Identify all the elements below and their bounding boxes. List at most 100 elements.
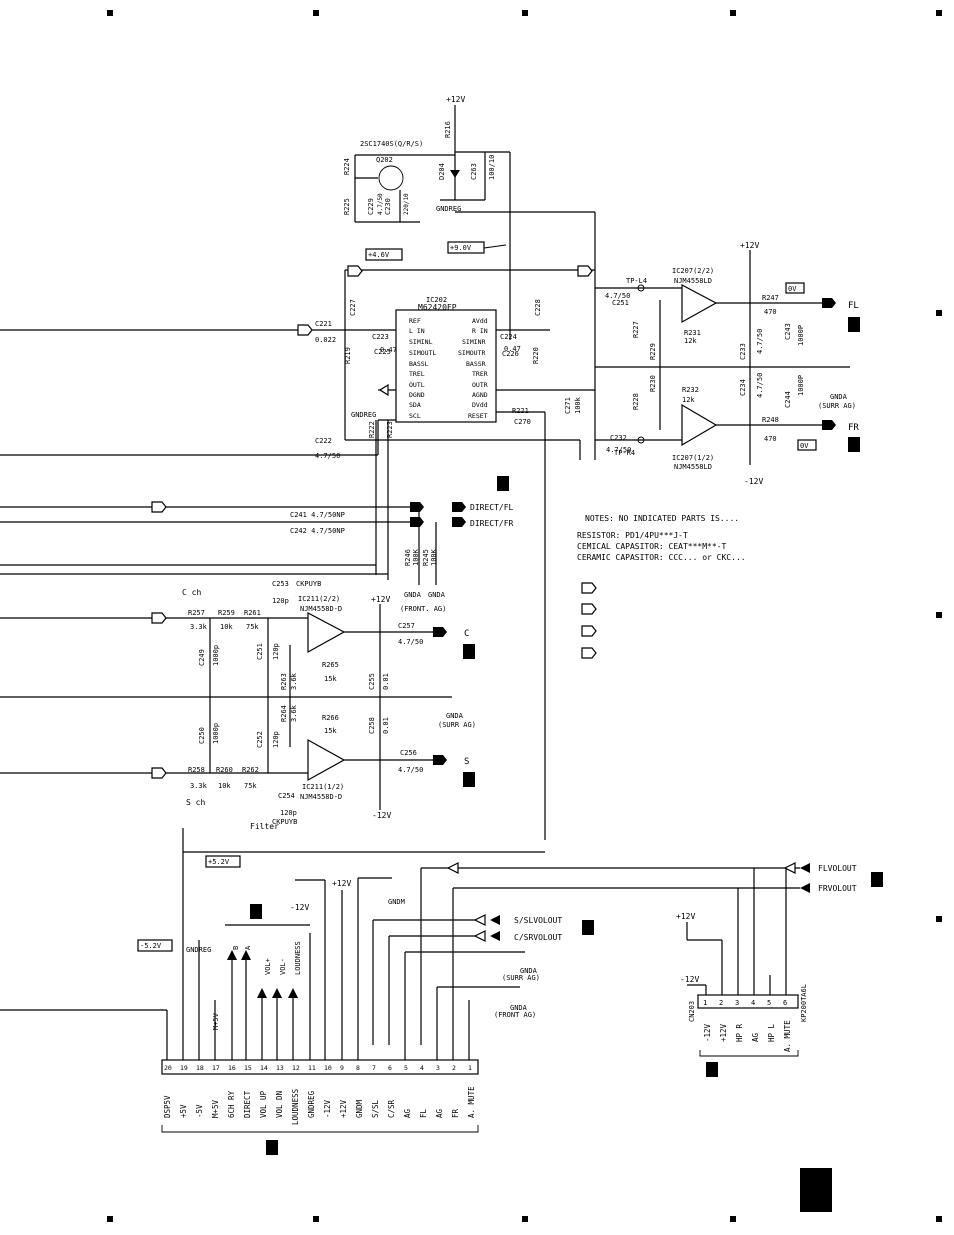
svg-text:A. MUTE: A. MUTE xyxy=(783,1020,792,1052)
svg-text:2: 2 xyxy=(452,1064,456,1072)
svg-text:3: 3 xyxy=(436,1064,440,1072)
svg-text:(SURR AG): (SURR AG) xyxy=(502,974,540,982)
svg-text:3.3k: 3.3k xyxy=(190,782,208,790)
cn203-section: +12V -12V 1 2 3 4 5 6 CN203 KP200TA6L -1… xyxy=(676,868,808,1057)
out-fl: FL xyxy=(848,301,859,311)
svg-text:C241 4.7/50NP: C241 4.7/50NP xyxy=(290,511,345,519)
svg-text:C251: C251 xyxy=(256,643,264,660)
r216-label: R216 xyxy=(444,121,452,138)
svg-text:NJM4558D-D: NJM4558D-D xyxy=(300,605,342,613)
svg-text:VOL UP: VOL UP xyxy=(259,1090,268,1118)
svg-text:GNDREG: GNDREG xyxy=(307,1090,316,1118)
svg-text:C227: C227 xyxy=(349,299,357,316)
svg-text:NJM4558D-D: NJM4558D-D xyxy=(300,793,342,801)
svg-text:FL: FL xyxy=(419,1108,428,1118)
svg-text:NOTES: NO INDICATED PARTS IS.: NOTES: NO INDICATED PARTS IS.... xyxy=(585,514,739,523)
svg-text:R262: R262 xyxy=(242,766,259,774)
svg-text:1000p: 1000p xyxy=(212,645,220,666)
svg-text:470: 470 xyxy=(764,308,777,316)
svg-text:BASSL: BASSL xyxy=(409,360,429,368)
svg-text:C228: C228 xyxy=(534,299,542,316)
svg-text:VOL DN: VOL DN xyxy=(275,1091,284,1118)
svg-text:C257: C257 xyxy=(398,622,415,630)
svg-text:15k: 15k xyxy=(324,727,337,735)
svg-text:15: 15 xyxy=(244,1064,252,1072)
svg-text:13: 13 xyxy=(276,1064,284,1072)
svg-text:OUTL: OUTL xyxy=(409,381,425,389)
svg-text:C232: C232 xyxy=(610,434,627,442)
svg-text:100k: 100k xyxy=(574,396,582,414)
svg-text:3.6k: 3.6k xyxy=(290,704,298,722)
svg-text:-12V: -12V xyxy=(744,477,763,486)
svg-text:OUTR: OUTR xyxy=(472,381,488,389)
svg-text:R225: R225 xyxy=(343,198,351,215)
svg-text:+5V: +5V xyxy=(179,1104,188,1118)
connector-section: +5.2V -5.2V GNDREG B A VOL+ VOL- LOUDNES… xyxy=(0,828,857,1133)
svg-text:S/SLVOLOUT: S/SLVOLOUT xyxy=(514,916,562,925)
svg-text:1: 1 xyxy=(703,999,707,1007)
svg-text:100K: 100K xyxy=(412,548,420,566)
svg-text:GNDM: GNDM xyxy=(355,1099,364,1118)
svg-text:C252: C252 xyxy=(256,731,264,748)
registration-marks xyxy=(107,10,942,1222)
svg-text:SIMINL: SIMINL xyxy=(409,338,433,346)
svg-text:-12V: -12V xyxy=(372,811,391,820)
svg-text:C229: C229 xyxy=(367,198,375,215)
svg-text:120p: 120p xyxy=(272,597,289,605)
svg-text:R257: R257 xyxy=(188,609,205,617)
svg-text:+12V: +12V xyxy=(719,1023,728,1042)
svg-text:TP-R4: TP-R4 xyxy=(614,449,635,457)
svg-text:2: 2 xyxy=(719,999,723,1007)
supply-section: +12V R216 D204 C263 100/10 GNDREG 2SC174… xyxy=(343,95,596,460)
svg-text:SDA: SDA xyxy=(409,401,421,409)
svg-text:C/SR: C/SR xyxy=(387,1099,396,1118)
svg-text:6: 6 xyxy=(783,999,787,1007)
svg-text:4.7/50: 4.7/50 xyxy=(605,292,630,300)
svg-text:4.7/50: 4.7/50 xyxy=(398,766,423,774)
svg-text:GNDA: GNDA xyxy=(446,712,464,720)
svg-text:0.01: 0.01 xyxy=(382,717,390,734)
svg-text:BASSR: BASSR xyxy=(466,360,486,368)
svg-text:R259: R259 xyxy=(218,609,235,617)
svg-text:R260: R260 xyxy=(216,766,233,774)
svg-text:100K: 100K xyxy=(430,548,438,566)
svg-text:+12V: +12V xyxy=(740,241,759,250)
supply-p9: +9.0V xyxy=(450,244,472,252)
svg-text:C254: C254 xyxy=(278,792,295,800)
svg-text:R222: R222 xyxy=(368,421,376,438)
svg-text:GNDA: GNDA xyxy=(428,591,446,599)
out-c: C xyxy=(464,629,469,639)
svg-text:75k: 75k xyxy=(246,623,259,631)
svg-text:R261: R261 xyxy=(244,609,261,617)
svg-text:DGND: DGND xyxy=(409,391,425,399)
svg-text:-5.2V: -5.2V xyxy=(140,942,162,950)
svg-text:D204: D204 xyxy=(438,163,446,180)
svg-text:TP-L4: TP-L4 xyxy=(626,277,647,285)
page-tab xyxy=(800,1168,832,1212)
svg-text:C243: C243 xyxy=(784,323,792,340)
q202-part: 2SC1740S(Q/R/S) xyxy=(360,140,423,148)
svg-text:GNDREG: GNDREG xyxy=(436,205,461,213)
svg-text:C250: C250 xyxy=(198,727,206,744)
svg-text:3.3k: 3.3k xyxy=(190,623,208,631)
svg-text:C270: C270 xyxy=(514,418,531,426)
svg-text:8: 8 xyxy=(356,1064,360,1072)
svg-text:HP R: HP R xyxy=(735,1023,744,1042)
svg-text:R227: R227 xyxy=(632,321,640,338)
svg-text:R232: R232 xyxy=(682,386,699,394)
svg-text:GNDA: GNDA xyxy=(404,591,422,599)
svg-text:R266: R266 xyxy=(322,714,339,722)
svg-text:R IN: R IN xyxy=(472,327,488,335)
svg-text:C244: C244 xyxy=(784,391,792,408)
svg-text:GNDA: GNDA xyxy=(510,1004,528,1012)
svg-text:DSP5V: DSP5V xyxy=(163,1095,172,1118)
svg-text:12k: 12k xyxy=(684,337,697,345)
svg-text:R221: R221 xyxy=(512,407,529,415)
svg-text:0V: 0V xyxy=(800,442,809,450)
svg-text:1: 1 xyxy=(468,1064,472,1072)
svg-text:4.7/50: 4.7/50 xyxy=(756,329,764,354)
svg-text:C256: C256 xyxy=(400,749,417,757)
svg-text:KP200TA6L: KP200TA6L xyxy=(800,984,808,1022)
svg-text:CEMICAL CAPASITOR: CEAT***M**-: CEMICAL CAPASITOR: CEAT***M**-T xyxy=(577,542,726,551)
svg-text:SIMOUTR: SIMOUTR xyxy=(458,349,485,357)
